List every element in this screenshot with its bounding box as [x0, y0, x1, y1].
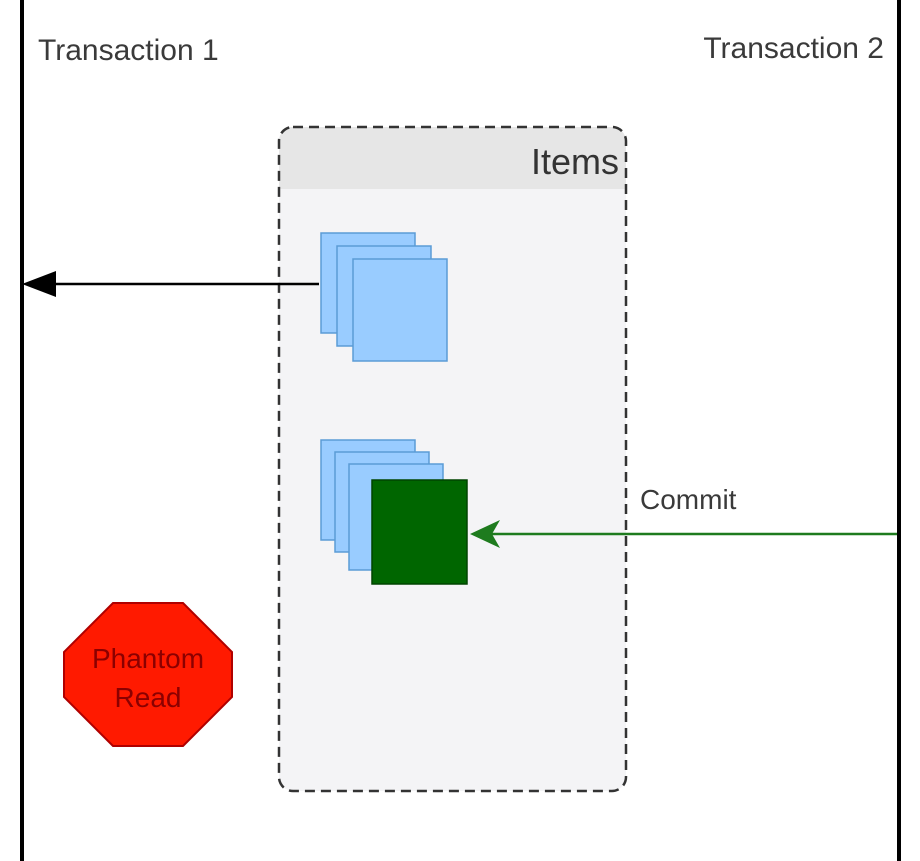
phantom-read-badge: Phantom Read [63, 602, 233, 747]
stop-sign-octagon [63, 602, 233, 747]
commit-arrowhead [470, 520, 500, 548]
transaction-2-label: Transaction 2 [703, 32, 884, 65]
phantom-read-label-line2: Read [115, 682, 182, 713]
rows-with-phantom-stack [320, 439, 468, 585]
commit-arrow: Commit [470, 484, 897, 548]
read-arrowhead [22, 271, 56, 297]
commit-label: Commit [640, 484, 737, 515]
new-committed-row [371, 479, 468, 585]
transaction-1-label: Transaction 1 [38, 34, 219, 67]
read-arrow [22, 271, 319, 297]
phantom-read-label-line1: Phantom [92, 643, 204, 674]
items-container-title: Items [531, 141, 619, 182]
items-container-header [279, 127, 626, 189]
row-card [352, 258, 448, 362]
existing-rows-stack [320, 232, 448, 362]
items-container-border [277, 125, 628, 793]
